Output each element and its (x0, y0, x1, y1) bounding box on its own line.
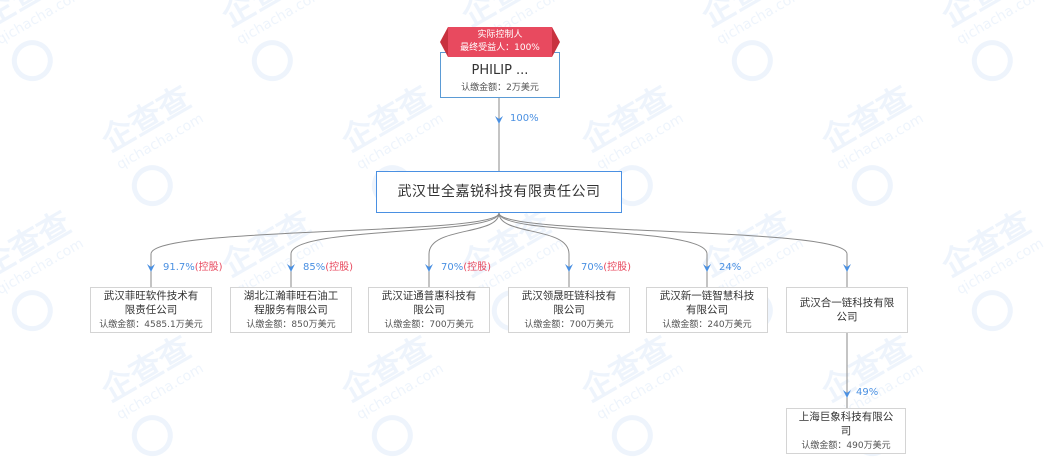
subsidiary-name: 武汉合一链科技有限公司 (799, 297, 895, 323)
subsidiary-name: 武汉菲旺软件技术有限责任公司 (103, 289, 199, 316)
root-link-percent: 100% (510, 113, 539, 125)
subsidiary-link-percent: 85%(控股) (303, 262, 353, 274)
subsidiary-control-label: (控股) (463, 262, 492, 273)
subsidiary-amount: 认缴金额：4585.1万美元 (99, 319, 203, 330)
subsidiary-link-arrow (565, 264, 573, 272)
center-to-subsidiary-line (498, 212, 848, 287)
badge-line-beneficiary: 最终受益人：100% (460, 43, 540, 53)
subsidiary-link-arrow (703, 264, 711, 272)
subsidiary-percent-value: 24% (719, 262, 742, 273)
subsidiary-control-label: (控股) (603, 262, 632, 273)
badge-line-actual-controller: 实际控制人 (477, 30, 523, 40)
subsidiary-link-arrow (425, 264, 433, 272)
controller-badge: 实际控制人 最终受益人：100% (440, 27, 560, 57)
subsidiary-node[interactable]: 湖北江瀚菲旺石油工程服务有限公司认缴金额：850万美元 (230, 287, 352, 333)
grandchild-company-amount: 认缴金额：490万美元 (801, 440, 891, 451)
subsidiary-node[interactable]: 武汉证通普惠科技有限公司认缴金额：700万美元 (368, 287, 490, 333)
subsidiary-name: 武汉证通普惠科技有限公司 (381, 289, 477, 316)
subsidiary-link-arrow (147, 264, 155, 272)
grandchild-link-percent-value: 49% (856, 387, 879, 398)
root-link-arrow (495, 116, 503, 124)
root-shareholder-name: PHILIP ... (471, 62, 529, 78)
center-company-name: 武汉世全嘉锐科技有限责任公司 (397, 184, 601, 200)
subsidiary-amount: 认缴金额：700万美元 (524, 319, 614, 330)
center-to-subsidiary-line (498, 212, 570, 287)
subsidiary-link-percent: 91.7%(控股) (163, 262, 223, 274)
grandchild-company-name: 上海巨象科技有限公司 (798, 410, 894, 437)
badge-ribbon-right (552, 27, 560, 57)
subsidiary-percent-value: 91.7% (163, 262, 195, 273)
subsidiary-name: 武汉新一链智慧科技有限公司 (659, 289, 755, 316)
root-shareholder-amount: 认缴金额：2万美元 (461, 82, 539, 93)
subsidiary-node[interactable]: 武汉合一链科技有限公司 (786, 287, 908, 333)
subsidiary-node[interactable]: 武汉领晟旺链科技有限公司认缴金额：700万美元 (508, 287, 630, 333)
subsidiary-amount: 认缴金额：700万美元 (384, 319, 474, 330)
root-link-percent-value: 100% (510, 113, 539, 124)
subsidiary-percent-value: 70% (441, 262, 464, 273)
grandchild-company-node[interactable]: 上海巨象科技有限公司 认缴金额：490万美元 (786, 408, 906, 454)
subsidiary-amount: 认缴金额：850万美元 (246, 319, 336, 330)
subsidiary-control-label: (控股) (325, 262, 354, 273)
subsidiary-link-arrow (287, 264, 295, 272)
subsidiary-link-percent: 70%(控股) (581, 262, 631, 274)
badge-ribbon-left (440, 27, 448, 57)
grandchild-link-arrow (843, 390, 851, 398)
subsidiary-node[interactable]: 武汉新一链智慧科技有限公司认缴金额：240万美元 (646, 287, 768, 333)
center-to-subsidiary-line (290, 212, 500, 287)
center-to-subsidiary-line (150, 212, 500, 287)
subsidiary-control-label: (控股) (194, 262, 223, 273)
subsidiary-link-percent: 70%(控股) (441, 262, 491, 274)
subsidiary-amount: 认缴金额：240万美元 (662, 319, 752, 330)
center-company-node[interactable]: 武汉世全嘉锐科技有限责任公司 (376, 171, 622, 213)
subsidiary-name: 湖北江瀚菲旺石油工程服务有限公司 (243, 289, 339, 316)
grandchild-link-percent: 49% (856, 387, 878, 399)
subsidiary-link-percent: 24% (719, 262, 741, 274)
center-to-subsidiary-line (428, 212, 500, 287)
subsidiary-link-arrow (843, 264, 851, 272)
subsidiary-name: 武汉领晟旺链科技有限公司 (521, 289, 617, 316)
subsidiary-percent-value: 70% (581, 262, 604, 273)
subsidiary-percent-value: 85% (303, 262, 326, 273)
subsidiary-node[interactable]: 武汉菲旺软件技术有限责任公司认缴金额：4585.1万美元 (90, 287, 212, 333)
center-to-subsidiary-line (498, 212, 708, 287)
root-shareholder-node[interactable]: PHILIP ... 认缴金额：2万美元 (440, 52, 560, 98)
